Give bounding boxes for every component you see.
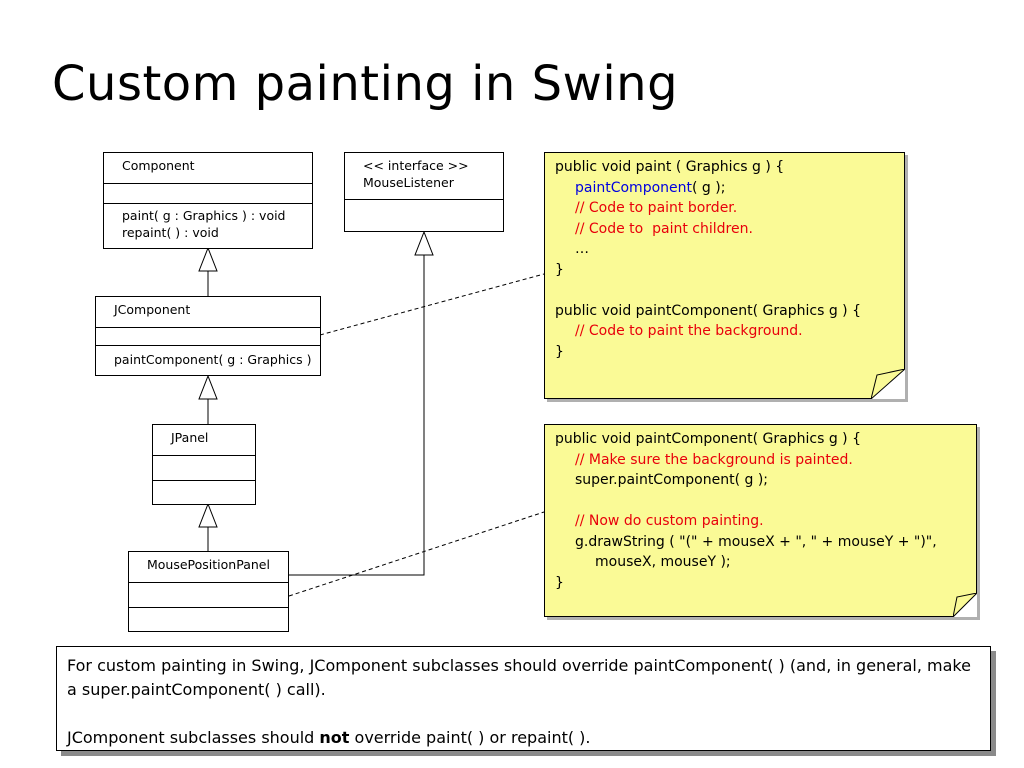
- class-attributes: [96, 328, 320, 346]
- class-name: Component: [104, 153, 312, 184]
- code-method-call: paintComponent: [575, 179, 692, 196]
- class-name: JComponent: [96, 297, 320, 328]
- code-line: }: [555, 261, 564, 278]
- code-comment: // Now do custom painting.: [575, 513, 764, 529]
- slide-title: Custom painting in Swing: [52, 56, 679, 112]
- code-comment: // Code to paint border.: [575, 200, 738, 216]
- stereotype: << interface >>: [363, 158, 469, 173]
- interface-name: MouseListener: [363, 175, 454, 190]
- code-line: public void paintComponent( Graphics g )…: [555, 431, 861, 447]
- uml-class-component: Component paint( g : Graphics ) : void r…: [103, 152, 313, 249]
- code-line: mouseX, mouseY );: [595, 554, 731, 570]
- code-note-paintcomponent: public void paintComponent( Graphics g )…: [544, 424, 977, 617]
- class-attributes: [104, 184, 312, 204]
- code-comment: // Code to paint the background.: [575, 323, 803, 339]
- code-note-paint: public void paint ( Graphics g ) { paint…: [544, 152, 905, 399]
- class-name: JPanel: [153, 425, 255, 456]
- blank-line: [555, 280, 904, 301]
- summary-text: override paint( ) or repaint( ).: [349, 728, 591, 747]
- code-line: public void paintComponent( Graphics g )…: [555, 302, 861, 319]
- realization-arrowhead: [414, 230, 434, 256]
- uml-class-jpanel: JPanel: [152, 424, 256, 505]
- code-line: g.drawString ( "(" + mouseX + ", " + mou…: [575, 533, 937, 550]
- class-attributes: [153, 456, 255, 481]
- code-line: }: [555, 343, 564, 360]
- code-line: public void paint ( Graphics g ) {: [555, 159, 785, 175]
- code-ellipsis: …: [575, 241, 589, 257]
- method: paint( g : Graphics ) : void: [122, 208, 286, 223]
- class-methods: [153, 481, 255, 504]
- summary-textbox: For custom painting in Swing, JComponent…: [56, 646, 991, 751]
- method: repaint( ) : void: [122, 225, 219, 240]
- class-name: MousePositionPanel: [129, 552, 288, 583]
- note-fold-corner: [871, 369, 905, 399]
- class-methods: paint( g : Graphics ) : void repaint( ) …: [104, 204, 312, 248]
- uml-interface-mouselistener: << interface >> MouseListener: [344, 152, 504, 232]
- note-anchor-line: [319, 273, 545, 336]
- summary-paragraph: For custom painting in Swing, JComponent…: [67, 656, 971, 699]
- method: paintComponent( g : Graphics ): [114, 352, 312, 367]
- generalization-arrowhead: [198, 246, 218, 272]
- summary-paragraph: JComponent subclasses should not overrid…: [67, 726, 980, 750]
- generalization-arrowhead: [198, 502, 218, 528]
- generalization-arrowhead: [198, 374, 218, 400]
- uml-class-mousepositionpanel: MousePositionPanel: [128, 551, 289, 632]
- class-methods: [129, 608, 288, 631]
- note-anchor-line: [288, 511, 545, 597]
- code-args: ( g );: [692, 179, 726, 196]
- code-line: paintComponent( g );: [555, 178, 904, 199]
- class-methods: [345, 200, 503, 231]
- emphasis-text: not: [319, 728, 350, 747]
- code-line: }: [555, 574, 564, 591]
- realization-line: [289, 255, 425, 576]
- summary-text: JComponent subclasses should: [67, 728, 320, 747]
- blank-line: [555, 491, 976, 512]
- uml-class-jcomponent: JComponent paintComponent( g : Graphics …: [95, 296, 321, 376]
- class-methods: paintComponent( g : Graphics ): [96, 346, 320, 375]
- code-comment: // Make sure the background is painted.: [575, 451, 853, 468]
- class-name: << interface >> MouseListener: [345, 153, 503, 200]
- code-comment: // Code to paint children.: [575, 220, 753, 237]
- note-fold-corner: [953, 593, 977, 617]
- code-line: super.paintComponent( g );: [575, 472, 769, 488]
- class-attributes: [129, 583, 288, 608]
- blank-line: [67, 702, 980, 726]
